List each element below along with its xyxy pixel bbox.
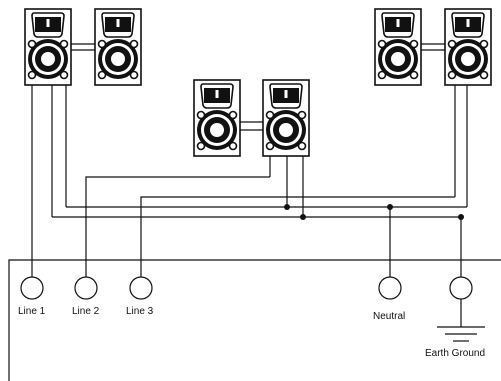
speaker-right-a <box>374 8 422 86</box>
speaker-link-wires <box>71 43 445 131</box>
speaker-right-b <box>444 8 492 86</box>
label-neutral: Neutral <box>373 311 406 322</box>
speaker-center-b <box>262 79 310 157</box>
terminal-neutral <box>378 276 402 300</box>
junction-dots <box>284 204 464 220</box>
terminal-line-2 <box>74 276 98 300</box>
terminal-line-3 <box>129 276 153 300</box>
label-line-3: Line 3 <box>126 306 154 317</box>
speaker-left-a <box>24 8 72 86</box>
wiring-lines <box>31 85 468 277</box>
label-earth-ground: Earth Ground <box>425 348 486 359</box>
panel-outline <box>8 259 501 381</box>
speaker-center-a <box>193 79 241 157</box>
terminal-earth <box>449 276 473 300</box>
terminal-line-1 <box>20 276 44 300</box>
earth-ground-icon <box>437 299 485 342</box>
speaker-left-b <box>94 8 142 86</box>
label-line-2: Line 2 <box>72 306 100 317</box>
label-line-1: Line 1 <box>18 306 46 317</box>
